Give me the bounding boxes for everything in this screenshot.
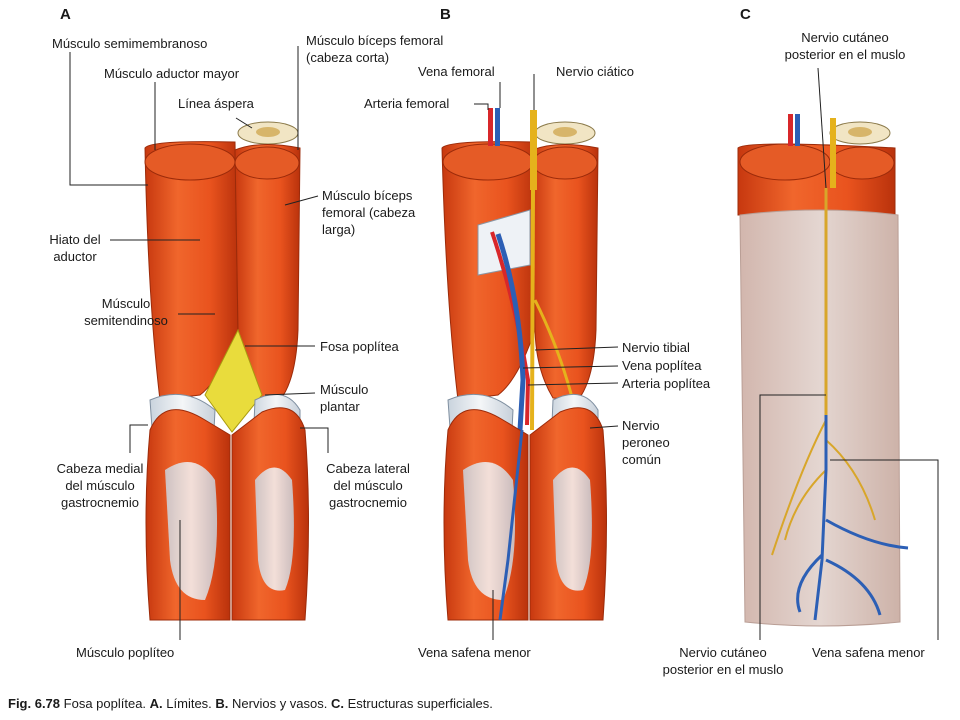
label-semimembranoso: Músculo semimembranoso xyxy=(52,36,208,51)
panel-b-leader-lines xyxy=(474,74,619,640)
muscle-section-c-left xyxy=(739,143,831,181)
label-semitend-2: semitendinoso xyxy=(84,313,168,328)
label-fosa-poplitea: Fosa poplítea xyxy=(320,339,399,354)
femoral-artery-c xyxy=(788,114,793,146)
label-gastro-med-3: gastrocnemio xyxy=(60,495,140,510)
panel-b-letter: B xyxy=(440,6,451,23)
label-cutaneo-bot-2: posterior en el muslo xyxy=(662,662,784,677)
femoral-artery xyxy=(488,108,493,146)
small-saphenous-vein-c xyxy=(796,415,909,621)
deep-fascia xyxy=(739,209,901,627)
label-arteria-femoral: Arteria femoral xyxy=(364,96,450,111)
label-hiato-2: aductor xyxy=(53,249,97,264)
muscle-section-right xyxy=(234,146,300,180)
figure-caption: Fig. 6.78 Fosa poplítea. A. Límites. B. … xyxy=(8,696,493,711)
label-peroneo-1: Nervio xyxy=(622,418,660,433)
tibial-nerve xyxy=(530,189,535,431)
label-cutaneo-top-2: posterior en el muslo xyxy=(784,47,906,62)
nerve-branches xyxy=(771,419,876,556)
femoral-vein xyxy=(495,108,500,146)
caption-a: A. xyxy=(149,696,163,711)
label-biceps-larga-3: larga) xyxy=(322,222,356,237)
label-vena-femoral: Vena femoral xyxy=(418,64,495,79)
panel-c-letter: C xyxy=(740,6,751,23)
label-biceps-corta-1: Músculo bíceps femoral xyxy=(306,33,444,48)
label-biceps-larga-1: Músculo bíceps xyxy=(322,188,413,203)
bone-marrow xyxy=(256,127,280,137)
label-gastro-med-2: del músculo xyxy=(65,478,135,493)
caption-fig-number: Fig. 6.78 xyxy=(8,696,61,711)
label-safena-c: Vena safena menor xyxy=(812,645,925,660)
panel-c-illustration xyxy=(737,67,939,640)
panel-c-leader-lines xyxy=(759,67,939,640)
label-nervio-ciatico: Nervio ciático xyxy=(556,64,635,79)
muscle-section-left-b xyxy=(442,143,534,181)
sciatic-nerve xyxy=(530,110,537,190)
anatomy-illustration xyxy=(69,46,939,640)
femoral-vein-c xyxy=(795,114,800,146)
label-gastro-lat-1: Cabeza lateral xyxy=(326,461,410,476)
panel-a-illustration xyxy=(69,46,329,640)
caption-b: B. xyxy=(215,696,229,711)
label-arteria-poplitea: Arteria poplítea xyxy=(622,376,711,391)
label-biceps-larga-2: femoral (cabeza xyxy=(322,205,416,220)
sciatic-nerve-c xyxy=(830,118,836,188)
adductor-hiatus-window xyxy=(477,209,531,276)
label-gastro-lat-3: gastrocnemio xyxy=(328,495,408,510)
label-gastro-med-1: Cabeza medial xyxy=(56,461,144,476)
popliteal-fossa xyxy=(204,328,263,433)
label-hiato-1: Hiato del xyxy=(49,232,101,247)
gastro-tendon-lateral-b xyxy=(553,467,592,591)
panel-a-leader-lines xyxy=(69,46,329,640)
label-vena-poplitea: Vena poplítea xyxy=(622,358,702,373)
label-cutaneo-bot-1: Nervio cutáneo xyxy=(679,645,767,660)
muscle-section-right-b xyxy=(532,146,598,180)
label-linea-aspera: Línea áspera xyxy=(178,96,254,111)
bone-marrow-b xyxy=(553,127,577,137)
medial-thigh-muscles xyxy=(144,141,239,401)
biceps-femoris-b xyxy=(531,143,599,401)
caption-text-2: Límites. xyxy=(162,696,216,711)
label-nervio-tibial: Nervio tibial xyxy=(622,340,690,355)
label-peroneo-3: común xyxy=(622,452,662,467)
caption-text-4: Estructuras superficiales. xyxy=(344,696,493,711)
label-aductor-mayor: Músculo aductor mayor xyxy=(104,66,240,81)
label-plantar-2: plantar xyxy=(320,399,360,414)
gastro-tendon-lateral xyxy=(255,467,294,591)
popliteal-vein xyxy=(495,233,526,431)
gastro-tendon-medial xyxy=(165,462,218,600)
muscle-section-c-right xyxy=(829,146,895,180)
panel-b-illustration xyxy=(441,74,619,640)
gastro-tendon-medial-b xyxy=(463,462,516,600)
caption-text-1: Fosa poplítea. xyxy=(60,696,150,711)
small-saphenous-vein-b xyxy=(498,429,524,621)
bone-marrow-c xyxy=(848,127,872,137)
label-cutaneo-top-1: Nervio cutáneo xyxy=(801,30,889,45)
label-plantar-1: Músculo xyxy=(320,382,369,397)
caption-text-3: Nervios y vasos. xyxy=(228,696,331,711)
caption-c: C. xyxy=(331,696,344,711)
label-gastro-lat-2: del músculo xyxy=(333,478,403,493)
label-peroneo-2: peroneo xyxy=(622,435,670,450)
label-safena-b: Vena safena menor xyxy=(418,645,531,660)
muscle-section-left xyxy=(144,143,236,181)
label-biceps-corta-2: (cabeza corta) xyxy=(306,50,390,65)
label-semitend-1: Músculo xyxy=(101,296,151,311)
label-popliteo: Músculo poplíteo xyxy=(76,645,175,660)
panel-a-letter: A xyxy=(60,6,71,23)
